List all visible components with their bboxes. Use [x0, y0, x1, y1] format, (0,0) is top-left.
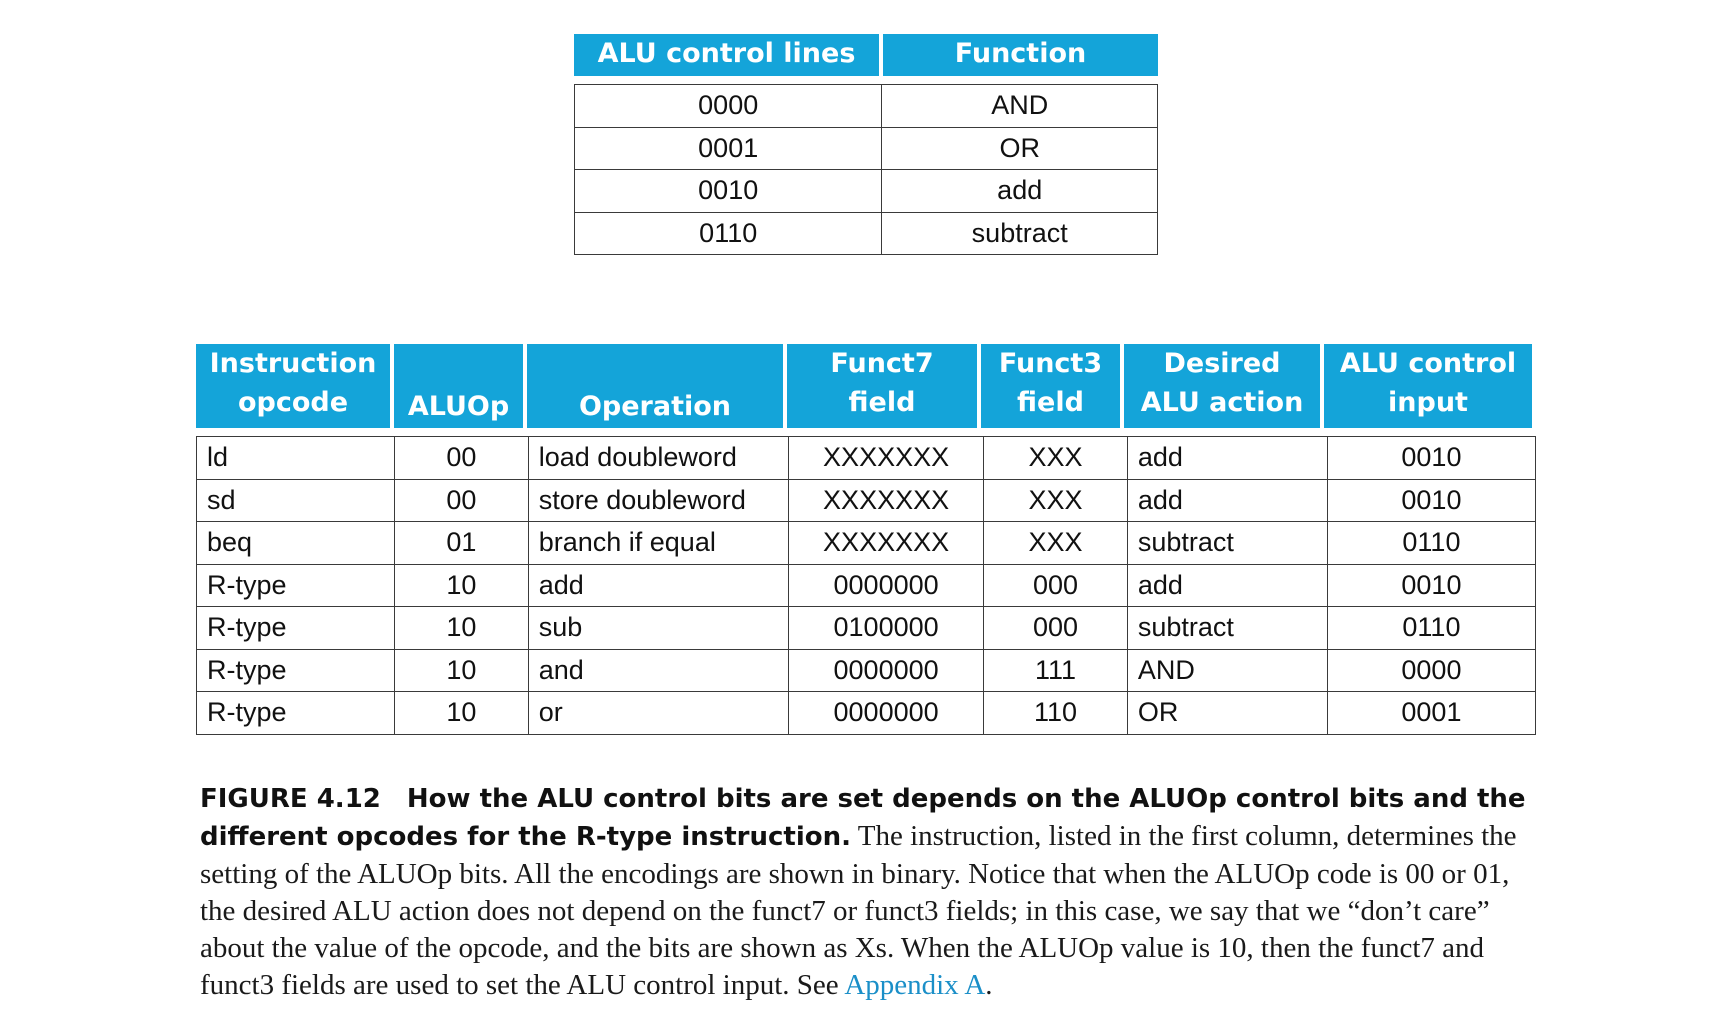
- table-cell: AND: [1126, 648, 1328, 692]
- table-row: beq 01 branch if equal XXXXXXX XXX subtr…: [195, 521, 1537, 565]
- table-cell: 0001: [573, 126, 883, 170]
- header-line: ALU control: [1339, 348, 1517, 379]
- column-header-function: Function: [883, 34, 1158, 76]
- table-cell: 0010: [573, 169, 883, 213]
- table-cell: 0010: [1326, 436, 1537, 480]
- table-cell: subtract: [881, 211, 1158, 255]
- table-cell: AND: [881, 84, 1158, 128]
- table-cell: 0000000: [788, 691, 985, 735]
- table-cell: sd: [195, 478, 396, 522]
- table-cell: R-type: [195, 606, 396, 650]
- column-header-alu-control-lines: ALU control lines: [574, 34, 879, 76]
- table-cell: 10: [394, 691, 529, 735]
- table-cell: XXXXXXX: [788, 478, 985, 522]
- header-line: Funct7: [830, 348, 934, 379]
- table-cell: 0000000: [788, 648, 985, 692]
- table-cell: sub: [527, 606, 790, 650]
- figure-title: How the ALU control bits are set depends…: [200, 784, 1526, 852]
- header-line: input: [1388, 387, 1468, 418]
- table-cell: R-type: [195, 648, 396, 692]
- column-header-instruction-opcode: Instruction opcode: [196, 344, 390, 428]
- header-line: ALUOp: [407, 391, 510, 422]
- table-row: 0001 OR: [573, 126, 1158, 170]
- table-cell: add: [1126, 478, 1328, 522]
- table-row: 0010 add: [573, 169, 1158, 213]
- header-line: Instruction: [209, 348, 377, 379]
- header-line: field: [848, 387, 916, 418]
- table-cell: 10: [394, 606, 529, 650]
- table-cell: 0000: [1326, 648, 1537, 692]
- caption-body: The instruction, listed in the first col…: [200, 820, 1517, 1001]
- table-cell: XXXXXXX: [788, 521, 985, 565]
- table-cell: XXX: [983, 521, 1128, 565]
- alu-control-lines-body: 0000 AND 0001 OR 0010 add 0110 subtract: [573, 84, 1158, 255]
- column-header-funct3-field: Funct3 field: [981, 344, 1120, 428]
- table-row: R-type 10 sub 0100000 000 subtract 0110: [195, 606, 1537, 650]
- table-cell: 0100000: [788, 606, 985, 650]
- header-line: Funct3: [998, 348, 1103, 379]
- table-cell: 10: [394, 563, 529, 607]
- table-cell: OR: [1126, 691, 1328, 735]
- table-cell: 0000000: [788, 563, 985, 607]
- table-cell: 0001: [1326, 691, 1537, 735]
- column-header-desired-alu-action: Desired ALU action: [1124, 344, 1320, 428]
- header-line: ALU action: [1140, 387, 1304, 418]
- table-cell: branch if equal: [527, 521, 790, 565]
- caption-end: .: [985, 969, 993, 1001]
- aluop-opcode-body: ld 00 load doubleword XXXXXXX XXX add 00…: [195, 436, 1537, 735]
- alu-control-lines-table: ALU control lines Function 0000 AND 0001…: [573, 34, 1158, 260]
- table-cell: 0110: [573, 211, 883, 255]
- table-cell: R-type: [195, 691, 396, 735]
- table-row: R-type 10 or 0000000 110 OR 0001: [195, 691, 1537, 735]
- table-cell: store doubleword: [527, 478, 790, 522]
- table-cell: 0000: [573, 84, 883, 128]
- table-cell: 10: [394, 648, 529, 692]
- table-cell: 00: [394, 478, 529, 522]
- table-cell: 0010: [1326, 478, 1537, 522]
- table-row: sd 00 store doubleword XXXXXXX XXX add 0…: [195, 478, 1537, 522]
- figure-label: FIGURE 4.12: [200, 784, 381, 814]
- table-cell: XXX: [983, 478, 1128, 522]
- table-cell: OR: [881, 126, 1158, 170]
- table-cell: subtract: [1126, 606, 1328, 650]
- table-row: R-type 10 add 0000000 000 add 0010: [195, 563, 1537, 607]
- table-cell: 000: [983, 563, 1128, 607]
- table-cell: 0110: [1326, 606, 1537, 650]
- table-cell: 110: [983, 691, 1128, 735]
- header-line: Operation: [578, 391, 732, 422]
- table-row: R-type 10 and 0000000 111 AND 0000: [195, 648, 1537, 692]
- table-cell: beq: [195, 521, 396, 565]
- table-cell: 00: [394, 436, 529, 480]
- table-cell: or: [527, 691, 790, 735]
- table-cell: and: [527, 648, 790, 692]
- aluop-opcode-table: Instruction opcode ALUOp Operation Funct…: [195, 344, 1537, 744]
- table-row: ld 00 load doubleword XXXXXXX XXX add 00…: [195, 436, 1537, 480]
- table-cell: XXXXXXX: [788, 436, 985, 480]
- column-header-operation: Operation: [527, 344, 783, 428]
- table-cell: ld: [195, 436, 396, 480]
- table-cell: add: [1126, 436, 1328, 480]
- table-cell: 111: [983, 648, 1128, 692]
- table-cell: 0110: [1326, 521, 1537, 565]
- table-cell: add: [881, 169, 1158, 213]
- table-cell: add: [527, 563, 790, 607]
- header-line: opcode: [237, 387, 349, 418]
- appendix-a-link[interactable]: Appendix A: [844, 969, 986, 1001]
- column-header-aluop: ALUOp: [394, 344, 523, 428]
- table-cell: 01: [394, 521, 529, 565]
- column-header-funct7-field: Funct7 field: [787, 344, 977, 428]
- table-row: 0110 subtract: [573, 211, 1158, 255]
- table-cell: add: [1126, 563, 1328, 607]
- table-cell: R-type: [195, 563, 396, 607]
- column-header-alu-control-input: ALU control input: [1324, 344, 1532, 428]
- table-row: 0000 AND: [573, 84, 1158, 128]
- table-cell: 0010: [1326, 563, 1537, 607]
- table-cell: subtract: [1126, 521, 1328, 565]
- table-cell: XXX: [983, 436, 1128, 480]
- header-line: field: [1017, 387, 1084, 418]
- table-cell: 000: [983, 606, 1128, 650]
- table-cell: load doubleword: [527, 436, 790, 480]
- header-line: Desired: [1163, 348, 1281, 379]
